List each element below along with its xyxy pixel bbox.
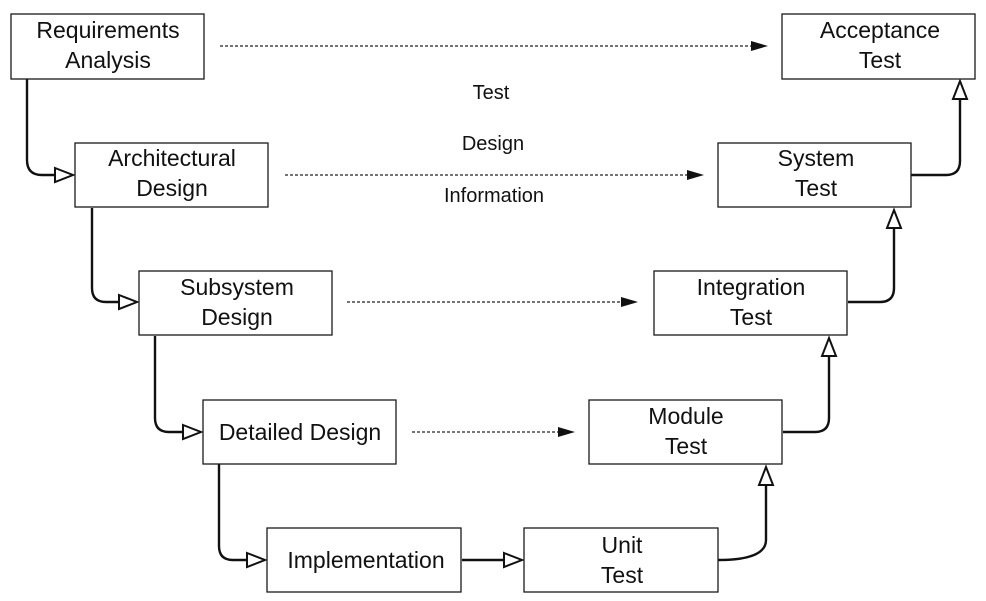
box-label: Test (601, 562, 644, 588)
box-label: Acceptance (820, 17, 940, 43)
arrowhead-into-subsystem (118, 293, 140, 311)
box-label: Detailed Design (219, 419, 381, 445)
connector-requirements-to-architectural (25, 79, 55, 177)
design-flow-connectors (25, 79, 504, 562)
dotted-arrowhead-system (687, 170, 704, 180)
box-unit-test: Unit Test (523, 527, 719, 593)
box-architectural-design: Architectural Design (74, 142, 269, 208)
box-label: System (778, 145, 855, 171)
box-implementation: Implementation (266, 527, 462, 593)
box-label: Requirements (36, 17, 179, 43)
arrowhead-into-integration (820, 335, 838, 357)
dotted-arrowhead-integration (621, 297, 638, 307)
connector-module-to-integration (783, 356, 831, 434)
box-label: Test (730, 304, 773, 330)
box-module-test: Module Test (588, 399, 783, 465)
box-label: Analysis (65, 47, 151, 73)
arrowhead-into-system (885, 207, 903, 229)
box-label: Architectural (108, 145, 236, 171)
note-line-information: Information (444, 185, 544, 207)
connector-detailed-to-implementation (217, 464, 247, 562)
box-requirements-analysis: Requirements Analysis (10, 13, 205, 80)
hollow-arrowheads (54, 78, 969, 569)
box-acceptance-test: Acceptance Test (781, 13, 976, 80)
box-label: Subsystem (180, 274, 294, 300)
box-label: Test (665, 433, 708, 459)
box-label: Unit (602, 532, 644, 558)
connector-architectural-to-subsystem (90, 208, 119, 304)
box-integration-test: Integration Test (653, 270, 848, 336)
dotted-arrowhead-module (558, 427, 575, 437)
note-line-test: Test (473, 82, 510, 104)
box-label: Integration (697, 274, 806, 300)
connector-integration-to-system (848, 228, 896, 304)
dotted-arrowhead-acceptance (751, 41, 768, 51)
arrowhead-into-architectural (54, 166, 76, 184)
note-line-design: Design (462, 133, 524, 155)
box-label: Design (136, 175, 208, 201)
arrowhead-into-module (757, 464, 775, 486)
box-system-test: System Test (717, 142, 912, 208)
arrowhead-into-acceptance (951, 78, 969, 100)
arrowhead-into-detailed (182, 423, 204, 441)
box-subsystem-design: Subsystem Design (138, 270, 333, 336)
connector-unit-to-module (717, 485, 768, 562)
connector-subsystem-to-detailed (153, 336, 183, 434)
test-design-information-note: Test Design Information (444, 82, 544, 207)
box-label: Design (201, 304, 273, 330)
arrowhead-into-unit (503, 551, 525, 569)
box-label: Module (648, 403, 723, 429)
box-label: Implementation (287, 547, 444, 573)
box-label: Test (859, 47, 902, 73)
box-label: Test (795, 175, 838, 201)
test-design-links (220, 41, 768, 437)
connector-system-to-acceptance (911, 99, 962, 177)
box-detailed-design: Detailed Design (202, 399, 397, 465)
arrowhead-into-implementation (246, 551, 268, 569)
test-flow-connectors (717, 99, 962, 562)
